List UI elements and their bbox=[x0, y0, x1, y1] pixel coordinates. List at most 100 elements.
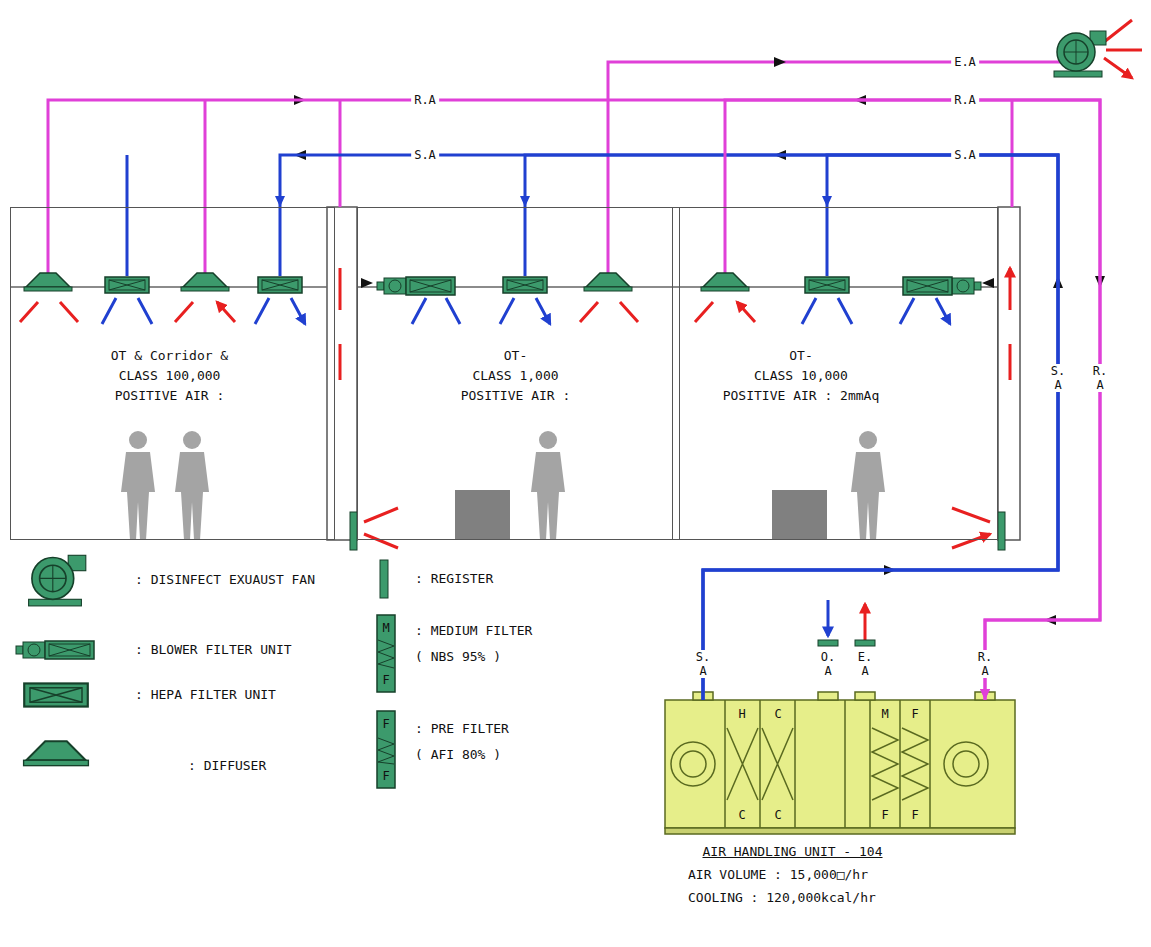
text-stack: AIR HANDLING UNIT - 104AIR VOLUME : 15,0… bbox=[665, 840, 920, 909]
louver bbox=[818, 640, 838, 646]
duct-line bbox=[703, 155, 1058, 700]
filter-letter: M bbox=[382, 621, 389, 635]
duct-label: E.A bbox=[951, 55, 979, 69]
supply-duct bbox=[127, 155, 827, 276]
coil-letter: C bbox=[774, 808, 781, 822]
ceiling-equipment bbox=[584, 273, 632, 291]
port-label: R. A bbox=[972, 650, 998, 678]
room-label: POSITIVE AIR : bbox=[358, 386, 673, 406]
ceiling-equipment bbox=[503, 277, 547, 293]
filter-letter: M bbox=[881, 707, 888, 721]
flow-arrow bbox=[294, 57, 1105, 625]
return-air-arrow bbox=[340, 268, 1010, 380]
exhaust-fan bbox=[1054, 31, 1106, 77]
supply-air-arrow bbox=[102, 298, 950, 636]
legend-entry: : REGISTER bbox=[415, 566, 493, 592]
ceiling-equipment bbox=[24, 273, 981, 295]
ceiling-equipment bbox=[903, 277, 981, 295]
louver bbox=[818, 640, 875, 646]
supply-air-arrow bbox=[827, 600, 830, 636]
filter-letter: F bbox=[911, 808, 918, 822]
supply-air-arrow bbox=[802, 298, 950, 324]
coil-letter: C bbox=[774, 707, 781, 721]
flow-arrow bbox=[982, 278, 994, 288]
coil-letter: C bbox=[738, 808, 745, 822]
duct-label: S. A bbox=[1045, 364, 1071, 392]
room-label: POSITIVE AIR : 2mmAq bbox=[673, 386, 929, 406]
legend-entry: : MEDIUM FILTER ( NBS 95% ) bbox=[415, 618, 539, 670]
ahu-unit: AIR HANDLING UNIT - 104AIR VOLUME : 15,0… bbox=[665, 700, 1015, 915]
ceiling-equipment bbox=[701, 273, 749, 291]
return-air-arrow bbox=[580, 302, 755, 322]
room-label: CLASS 100,000 bbox=[11, 366, 328, 386]
operating-table bbox=[455, 490, 827, 540]
room-box: OT-CLASS 1,000POSITIVE AIR : bbox=[357, 207, 680, 540]
arrow-head bbox=[980, 689, 990, 700]
flow-arrow bbox=[774, 57, 786, 67]
air-handling-unit bbox=[671, 742, 715, 786]
return-duct bbox=[48, 100, 1012, 274]
arrow-head bbox=[520, 196, 530, 207]
coil-letter: H bbox=[738, 707, 745, 721]
return-air-arrow bbox=[20, 20, 1142, 640]
filter-letter: F bbox=[382, 717, 389, 731]
legend-sample bbox=[378, 640, 394, 764]
legend-entry: : HEPA FILTER UNIT bbox=[135, 682, 276, 708]
service-strip bbox=[327, 207, 1020, 540]
air-handling-unit bbox=[665, 700, 1015, 828]
air-handling-unit bbox=[727, 728, 793, 800]
filter-letter: F bbox=[881, 808, 888, 822]
exhaust-fan bbox=[1054, 31, 1106, 77]
filter-letter: F bbox=[382, 673, 389, 687]
legend-entry: : DIFFUSER bbox=[188, 753, 266, 779]
supply-duct bbox=[127, 155, 827, 276]
room-label: OT & Corridor & bbox=[11, 346, 328, 366]
operating-table bbox=[772, 490, 827, 540]
legend-entry: : BLOWER FILTER UNIT bbox=[135, 637, 292, 663]
person-figure bbox=[121, 431, 155, 540]
text-stack: OT & Corridor &CLASS 100,000POSITIVE AIR… bbox=[11, 346, 328, 406]
supply-air-arrow bbox=[102, 298, 305, 324]
arrow-head bbox=[822, 196, 832, 207]
room-box: OT & Corridor &CLASS 100,000POSITIVE AIR… bbox=[10, 207, 335, 540]
person-figure bbox=[531, 431, 565, 540]
legend-sample bbox=[16, 641, 94, 659]
filter-letter: F bbox=[911, 707, 918, 721]
person-figure bbox=[851, 431, 885, 540]
person-figure bbox=[121, 431, 885, 540]
ceiling-equipment bbox=[377, 277, 455, 295]
supply-air-arrow bbox=[412, 298, 550, 324]
room-box: OT-CLASS 10,000POSITIVE AIR : 2mmAq bbox=[672, 207, 998, 540]
duct-label: R.A bbox=[411, 93, 439, 107]
port-label: O. A bbox=[815, 650, 841, 678]
air-handling-unit bbox=[665, 828, 1015, 834]
return-duct bbox=[48, 100, 1012, 274]
exhaust-duct bbox=[608, 62, 1062, 274]
duct-label: S.A bbox=[951, 148, 979, 162]
register bbox=[998, 512, 1005, 550]
air-handling-unit bbox=[944, 742, 988, 786]
text-stack: OT-CLASS 1,000POSITIVE AIR : bbox=[358, 346, 673, 406]
air-handling-unit bbox=[725, 700, 930, 828]
air-handling-unit bbox=[855, 692, 875, 700]
ceiling-equipment bbox=[105, 277, 149, 293]
return-air-arrow bbox=[864, 604, 867, 640]
operating-table bbox=[455, 490, 510, 540]
ceiling-equipment bbox=[181, 273, 229, 291]
duct-line bbox=[525, 155, 1058, 700]
arrow-head bbox=[980, 689, 990, 700]
service-strip bbox=[327, 207, 357, 540]
duct-label: S.A bbox=[411, 148, 439, 162]
room-label: CLASS 1,000 bbox=[358, 366, 673, 386]
duct-label: R.A bbox=[951, 93, 979, 107]
air-handling-unit bbox=[953, 751, 979, 777]
air-handling-unit bbox=[872, 728, 928, 800]
room-label: POSITIVE AIR : bbox=[11, 386, 328, 406]
legend-sample bbox=[16, 555, 395, 788]
ahu-spec: AIR HANDLING UNIT - 104 bbox=[665, 840, 920, 863]
text-stack: OT-CLASS 10,000POSITIVE AIR : 2mmAq bbox=[673, 346, 929, 406]
air-handling-unit bbox=[818, 692, 838, 700]
return-air-arrow bbox=[1104, 20, 1142, 78]
ceiling-equipment bbox=[805, 277, 849, 293]
